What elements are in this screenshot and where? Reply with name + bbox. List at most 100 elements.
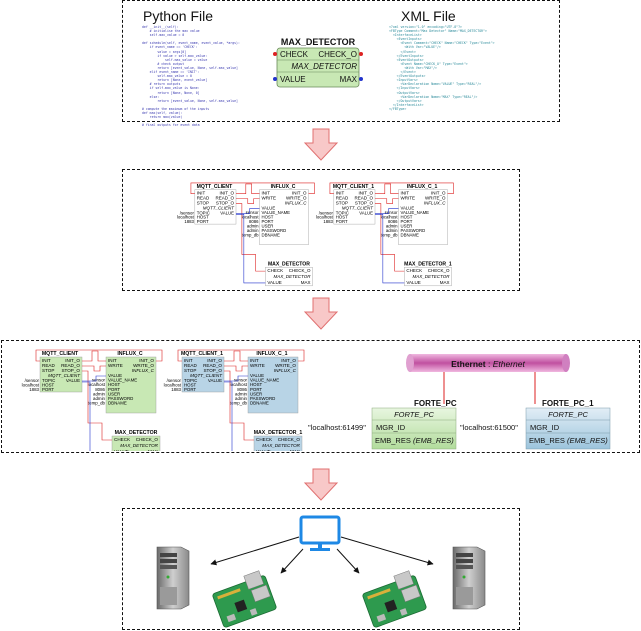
fb-type: MAX_DETECTOR xyxy=(120,443,158,448)
fb-param-value: localhost xyxy=(381,214,399,219)
fb-name: INFLUX_C xyxy=(117,351,143,357)
fb-var-input: PORT xyxy=(42,387,54,392)
fb-event-input: INIT xyxy=(184,358,193,363)
fb-param-value: localhost xyxy=(177,215,195,220)
fb-var-input: PORT xyxy=(108,387,120,392)
fb-var-input: PORT xyxy=(250,387,262,392)
fb-var-input: VALUE xyxy=(256,449,271,451)
fb-event-output: READ_O xyxy=(61,363,80,368)
mgr-value-2: "localhost:61500" xyxy=(460,423,518,432)
fb-var-input: HOST xyxy=(261,214,273,219)
fb-type: INFLUX_C xyxy=(132,368,155,373)
fb-max-detector: MAX_DETECTORCHECKCHECK_OMAX_DETECTORVALU… xyxy=(111,430,161,451)
fb-param-value: 8086 xyxy=(95,387,105,392)
fb-event-output: WRITE_O xyxy=(133,363,154,368)
fb-type: MAX_DETECTOR xyxy=(413,274,451,279)
fb-name: MAX_DETECTOR_1 xyxy=(254,430,303,436)
fb-param-value: admin xyxy=(235,396,248,401)
fb-type: MQTT_CLIENT xyxy=(190,373,223,378)
fb-param-value: localhost xyxy=(88,382,106,387)
fb-param-value: admin xyxy=(93,396,106,401)
fb-event-output: STOP_O xyxy=(355,201,374,206)
fb-param-value: admin xyxy=(247,228,259,233)
fb-param-value: admin xyxy=(93,391,106,396)
fb-var-input: TOPIC xyxy=(184,378,197,383)
fb-event-output: CHECK_O xyxy=(136,437,159,442)
fb-name: MAX_DETECTOR xyxy=(268,261,310,267)
fb-event-input: INIT xyxy=(42,358,51,363)
fb-param-value: admin xyxy=(247,223,259,228)
fb-event-output: INIT_O xyxy=(207,358,222,363)
device-type: FORTE_PC xyxy=(548,410,588,419)
fb-var-output: MAX xyxy=(440,280,450,285)
fb-param-value: 8086 xyxy=(237,387,247,392)
fb-var-input: VALUE_NAME xyxy=(261,210,290,215)
fb-var-input: VALUE xyxy=(267,280,281,285)
fb-param-value: temp_db xyxy=(381,232,398,237)
fb-event-output: WRITE_O xyxy=(425,196,446,201)
fb-event-input: INIT xyxy=(261,191,270,196)
fb-var-input: USER xyxy=(261,223,273,228)
fb-param-value: sensor xyxy=(246,210,259,215)
ethernet-segment: Ethernet : Ethernet xyxy=(406,354,570,372)
fb-event-input: WRITE xyxy=(108,363,123,368)
fb-event-input: READ xyxy=(42,363,55,368)
svg-text:EMB_RES (EMB_RES): EMB_RES (EMB_RES) xyxy=(375,436,454,445)
fb-var-output: MAX xyxy=(301,280,311,285)
raspberry-pi-icon xyxy=(362,570,427,628)
fb-event-input: CHECK xyxy=(114,437,131,442)
fb-var-input: TOPIC xyxy=(336,210,349,215)
fb-event-input: WRITE xyxy=(250,363,265,368)
fb-var-input: HOST xyxy=(197,215,209,220)
fb-var-output: MAX xyxy=(290,449,300,451)
network-name: Ethernet xyxy=(451,359,486,369)
fb-var-input: DBNAME xyxy=(400,232,419,237)
down-arrow-3 xyxy=(303,468,339,501)
xml-code: <?xml version="1.0" encoding="UTF-8"?> <… xyxy=(389,25,495,111)
fb-name: MQTT_CLIENT xyxy=(42,351,79,357)
fb-event-input: CHECK xyxy=(267,268,283,273)
fb-var-input: VALUE_NAME xyxy=(400,210,429,215)
mgr-value-1: "localhost:61499" xyxy=(308,423,366,432)
fb-var-input: HOST xyxy=(184,383,197,388)
fb-var-input: HOST xyxy=(336,215,348,220)
fb-event-output: INIT_O xyxy=(65,358,80,363)
fb-var-input: USER xyxy=(108,391,120,396)
fb-param-value: 8086 xyxy=(388,219,398,224)
fb-var-output: VALUE xyxy=(66,378,80,383)
fb-event-input: INIT xyxy=(336,191,345,196)
fb-param-value: 1883 xyxy=(184,219,194,224)
fb-param-value: localhost xyxy=(22,383,40,388)
device-type: FORTE_PC xyxy=(394,410,434,419)
fb-var-input: VALUE xyxy=(406,280,420,285)
fb-event-output: INIT_O xyxy=(431,191,446,196)
fb-event-output: CHECK_O xyxy=(428,268,450,273)
fb-param-value: temp_db xyxy=(230,401,248,406)
fb-event-output: READ_O xyxy=(216,196,235,201)
fb-type: MQTT_CLIENT xyxy=(342,205,375,210)
fb-var-input: VALUE_NAME xyxy=(108,378,137,383)
fb-param-value: 1883 xyxy=(29,387,39,392)
fb-event-input: INIT xyxy=(400,191,409,196)
device-mgr-label: MGR_ID xyxy=(530,423,560,432)
fb-var-input: HOST xyxy=(42,383,55,388)
max-detector-fb-large: MAX_DETECTOR CHECK CHECK_O MAX_DETECTOR … xyxy=(273,37,363,88)
fb-max-detector: MAX_DETECTOR_1CHECKCHECK_OMAX_DETECTORVA… xyxy=(254,430,303,451)
fb-event-input: CHECK xyxy=(406,268,422,273)
fb-var-input: VALUE xyxy=(261,205,275,210)
fb-event-input: INIT xyxy=(197,191,206,196)
fb-event-input: STOP xyxy=(42,368,54,373)
fb-type: INFLUX_C xyxy=(285,201,308,206)
svg-text:Ethernet : Ethernet: Ethernet : Ethernet xyxy=(451,359,525,369)
panel-system-configuration xyxy=(1,340,640,453)
fb-event-input: STOP xyxy=(184,368,196,373)
